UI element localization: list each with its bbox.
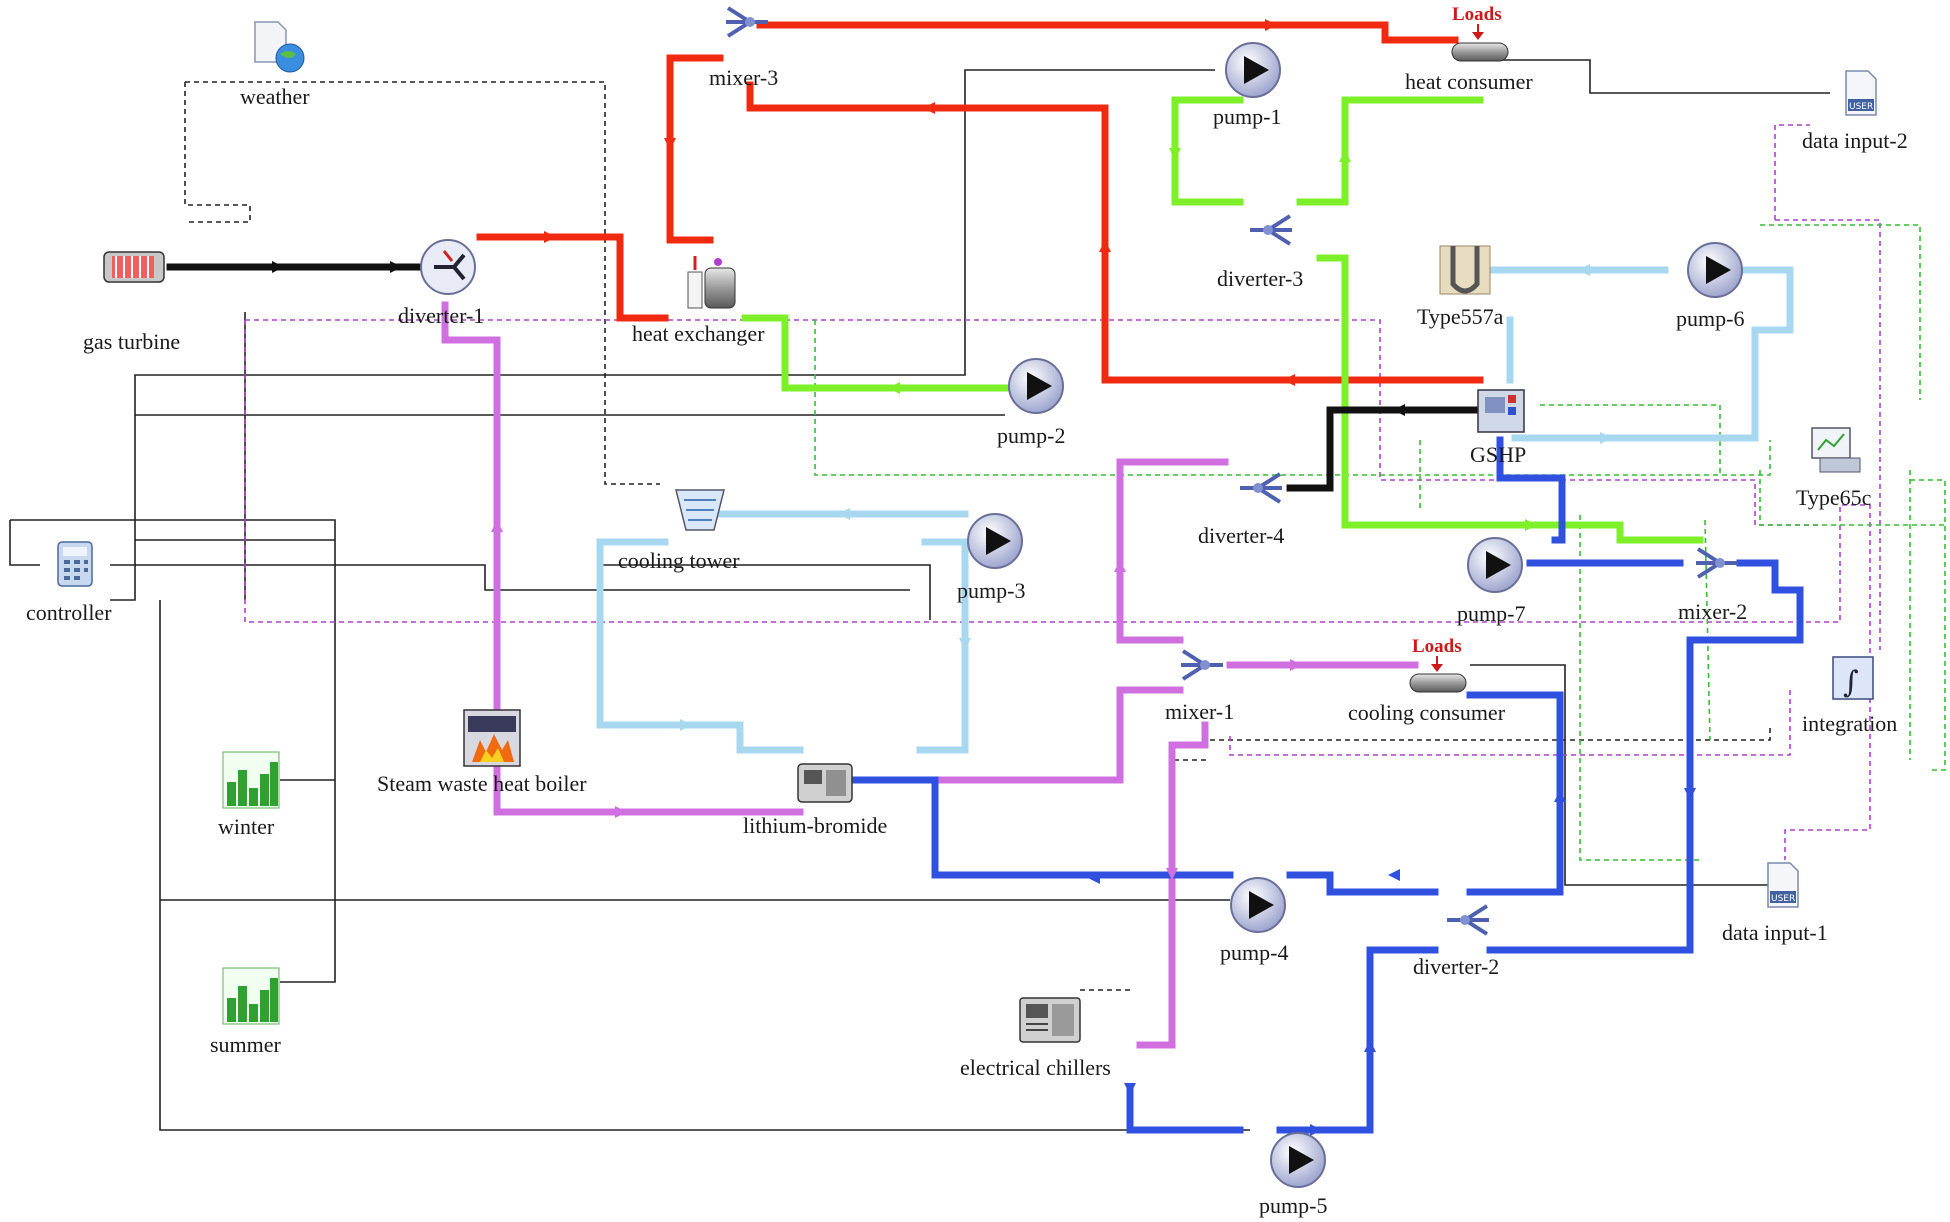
cooling-consumer-icon[interactable] — [1409, 656, 1467, 693]
data-input-1-icon[interactable]: USER — [1767, 862, 1799, 908]
pump-1-label: pump-1 — [1213, 104, 1281, 129]
mixer-1-icon[interactable] — [1179, 649, 1225, 681]
winter-label: winter — [218, 814, 275, 839]
diverter-4-icon[interactable] — [1238, 472, 1284, 504]
controller-label: controller — [26, 600, 112, 625]
pump-7-icon[interactable] — [1467, 537, 1523, 593]
winter-chart-icon[interactable] — [222, 751, 280, 809]
signal-lines-purple — [244, 124, 1881, 860]
steam-pipes — [441, 301, 1419, 1049]
lithium-bromide-icon[interactable] — [797, 763, 853, 803]
pump-5-label: pump-5 — [1259, 1193, 1327, 1218]
heat-exchanger-label: heat exchanger — [632, 321, 765, 346]
type557a-label: Type557a — [1417, 304, 1504, 329]
mixer-3-icon[interactable] — [724, 6, 770, 38]
summer-chart-icon[interactable] — [222, 967, 280, 1025]
diverter-1-icon[interactable] — [420, 239, 476, 295]
cooling-tower-icon[interactable] — [675, 489, 725, 531]
diverter-2-label: diverter-2 — [1413, 954, 1499, 979]
diverter-3-label: diverter-3 — [1217, 266, 1303, 291]
loads-heating-label: Loads — [1452, 4, 1502, 25]
data-input-2-icon[interactable]: USER — [1845, 70, 1877, 116]
gshp-icon[interactable] — [1477, 389, 1525, 433]
pump-5-icon[interactable] — [1270, 1132, 1326, 1188]
pump-3-icon[interactable] — [967, 513, 1023, 569]
type557a-icon[interactable] — [1439, 245, 1491, 295]
type65c-label: Type65c — [1796, 485, 1872, 510]
summer-label: summer — [210, 1032, 282, 1057]
diverter-1-label: diverter-1 — [398, 303, 484, 328]
pump-4-label: pump-4 — [1220, 940, 1288, 965]
cooling-consumer-label: cooling consumer — [1348, 700, 1506, 725]
gas-turbine-label: gas turbine — [83, 329, 180, 354]
weather-label: weather — [240, 84, 310, 109]
svg-text:USER: USER — [1849, 102, 1873, 112]
loads-cooling-label: Loads — [1412, 636, 1462, 657]
electrical-chillers-icon[interactable] — [1019, 997, 1081, 1043]
svg-text:USER: USER — [1771, 894, 1795, 904]
svg-text:∫: ∫ — [1843, 665, 1859, 700]
heat-consumer-icon[interactable] — [1451, 24, 1509, 62]
data-input-2-label: data input-2 — [1802, 128, 1908, 153]
pump-3-label: pump-3 — [957, 578, 1025, 603]
mixer-1-label: mixer-1 — [1165, 699, 1234, 724]
diverter-2-icon[interactable] — [1445, 904, 1491, 936]
mixer-2-icon[interactable] — [1694, 547, 1740, 579]
mixer-2-label: mixer-2 — [1678, 599, 1747, 624]
pump-4-icon[interactable] — [1230, 877, 1286, 933]
data-input-1-label: data input-1 — [1722, 920, 1828, 945]
controller-icon[interactable] — [57, 541, 93, 587]
integration-icon[interactable]: ∫ — [1832, 656, 1874, 700]
mixer-3-label: mixer-3 — [709, 65, 778, 90]
heat-exchanger-icon[interactable] — [687, 256, 736, 309]
steam-waste-heat-boiler-icon[interactable] — [463, 709, 521, 767]
flow-arrows — [272, 19, 1696, 1136]
electrical-chillers-label: electrical chillers — [960, 1055, 1111, 1080]
heat-consumer-label: heat consumer — [1405, 69, 1533, 94]
pump-1-icon[interactable] — [1225, 42, 1281, 98]
steam-waste-heat-boiler-label: Steam waste heat boiler — [377, 771, 587, 796]
lithium-bromide-label: lithium-bromide — [743, 813, 887, 838]
pump-2-icon[interactable] — [1008, 358, 1064, 414]
pump-6-icon[interactable] — [1687, 242, 1743, 298]
ground-loop-pipes — [596, 266, 1794, 754]
diverter-3-icon[interactable] — [1248, 214, 1294, 246]
signal-lines-green — [814, 224, 1946, 861]
gshp-label: GSHP — [1470, 442, 1526, 467]
integration-label: integration — [1802, 711, 1897, 736]
type65c-icon[interactable] — [1811, 427, 1861, 473]
pump-6-label: pump-6 — [1676, 306, 1744, 331]
weather-icon[interactable] — [254, 21, 305, 73]
signal-lines — [9, 59, 1830, 1131]
cooling-tower-label: cooling tower — [618, 548, 740, 573]
diverter-4-label: diverter-4 — [1198, 523, 1284, 548]
gas-turbine-icon[interactable] — [103, 251, 165, 283]
pump-2-label: pump-2 — [997, 423, 1065, 448]
hot-water-pipes — [476, 21, 1484, 384]
pump-7-label: pump-7 — [1457, 601, 1525, 626]
